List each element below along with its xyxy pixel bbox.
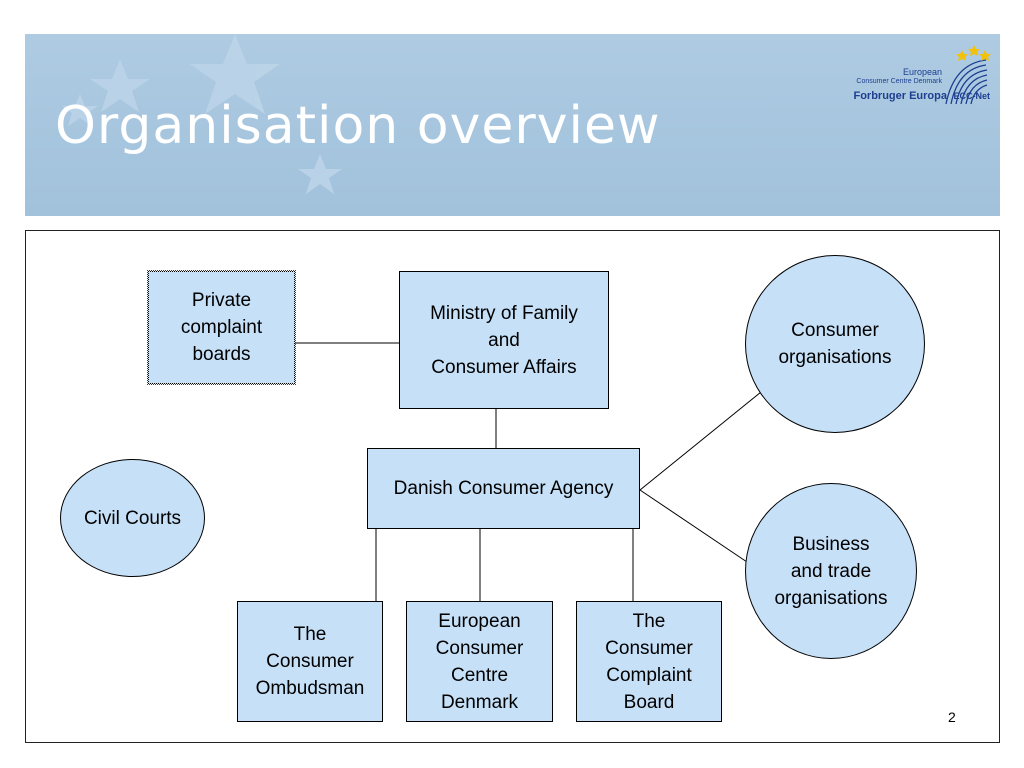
logo-text-consumer-centre: Consumer Centre Denmark — [856, 78, 942, 85]
ecc-logo: European Consumer Centre Denmark Forbrug… — [852, 42, 992, 112]
node-danish-consumer-agency: Danish Consumer Agency — [367, 448, 640, 529]
ecc-net-arcs-icon — [945, 45, 991, 105]
node-consumer-ombudsman: The Consumer Ombudsman — [237, 601, 383, 722]
node-civil-courts: Civil Courts — [60, 459, 205, 577]
node-ecc-denmark: European Consumer Centre Denmark — [406, 601, 553, 722]
title-banner: Organisation overview European Consumer … — [25, 34, 1000, 216]
node-business-trade-organisations: Business and trade organisations — [745, 483, 917, 659]
slide-title: Organisation overview — [55, 96, 661, 156]
eu-stars-decoration — [62, 34, 342, 194]
logo-text-ecc-net: ECC-Net — [953, 91, 990, 101]
logo-text-forbruger-europa: Forbruger Europa — [853, 90, 947, 102]
page-number: 2 — [948, 709, 956, 725]
node-consumer-complaint-board: The Consumer Complaint Board — [576, 601, 722, 722]
node-ministry: Ministry of Family and Consumer Affairs — [399, 271, 609, 409]
logo-text-european: European — [902, 67, 942, 77]
node-private-complaint-boards: Private complaint boards — [147, 270, 296, 385]
node-consumer-organisations: Consumer organisations — [745, 255, 925, 433]
